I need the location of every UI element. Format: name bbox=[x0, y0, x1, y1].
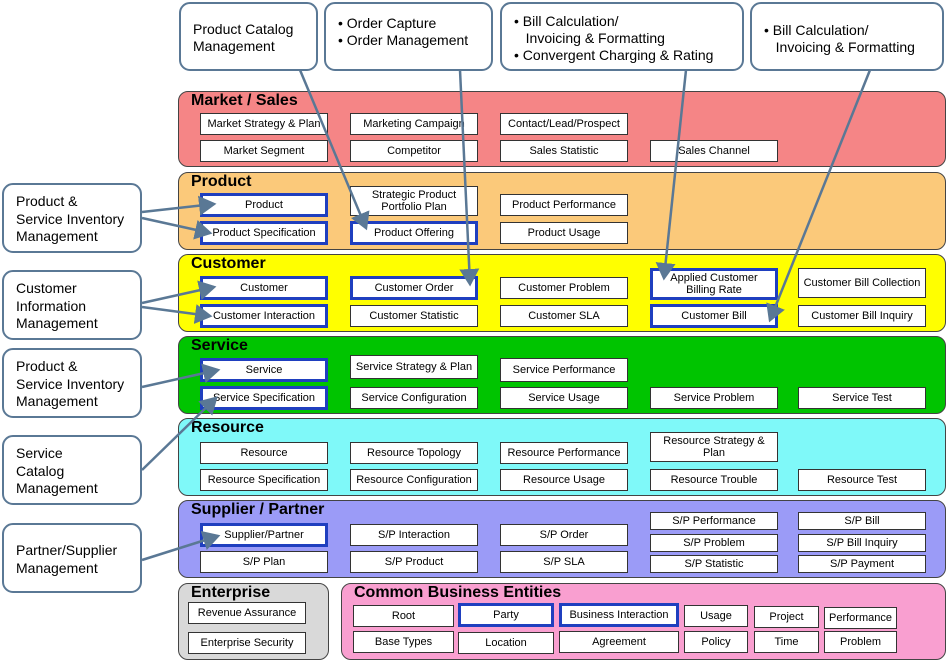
market-strategy-plan-box: Market Strategy & Plan bbox=[200, 113, 328, 135]
resource-configuration-box: Resource Configuration bbox=[350, 469, 478, 491]
billing-rating-callout: • Bill Calculation/ Invoicing & Formatti… bbox=[500, 2, 744, 71]
customer-bill-collection-box: Customer Bill Collection bbox=[798, 268, 926, 298]
sp-interaction-box: S/P Interaction bbox=[350, 524, 478, 546]
sp-problem-box: S/P Problem bbox=[650, 534, 778, 552]
product-catalog-callout-text: Product Catalog Management bbox=[193, 21, 294, 54]
billing-callout-list: • Bill Calculation/ Invoicing & Formatti… bbox=[764, 22, 938, 56]
resource-trouble-box: Resource Trouble bbox=[650, 469, 778, 491]
resource-specification-box: Resource Specification bbox=[200, 469, 328, 491]
sp-bill-box: S/P Bill bbox=[798, 512, 926, 530]
product-offering-box: Product Offering bbox=[350, 221, 478, 245]
resource-title: Resource bbox=[191, 419, 264, 436]
market-sales-title: Market / Sales bbox=[191, 92, 298, 109]
usage-box: Usage bbox=[684, 605, 748, 627]
product-catalog-callout: Product Catalog Management bbox=[179, 2, 318, 71]
resource-usage-box: Resource Usage bbox=[500, 469, 628, 491]
customer-bill-box: Customer Bill bbox=[650, 304, 778, 328]
competitor-box: Competitor bbox=[350, 140, 478, 162]
marketing-campaign-box: Marketing Campaign bbox=[350, 113, 478, 135]
psim-label-1: Product & Service Inventory Management bbox=[2, 183, 142, 253]
product-performance-box: Product Performance bbox=[500, 194, 628, 216]
sp-plan-box: S/P Plan bbox=[200, 551, 328, 573]
service-usage-box: Service Usage bbox=[500, 387, 628, 409]
product-title: Product bbox=[191, 173, 252, 190]
project-box: Project bbox=[754, 606, 819, 628]
sp-payment-box: S/P Payment bbox=[798, 555, 926, 573]
customer-bill-inquiry-box: Customer Bill Inquiry bbox=[798, 305, 926, 327]
billing-callout-line: • Bill Calculation/ bbox=[764, 22, 869, 38]
enterprise-title: Enterprise bbox=[191, 584, 271, 601]
resource-strategy-plan-box: Resource Strategy & Plan bbox=[650, 432, 778, 462]
sp-sla-box: S/P SLA bbox=[500, 551, 628, 573]
enterprise-security-box: Enterprise Security bbox=[188, 632, 306, 654]
sales-statistic-box: Sales Statistic bbox=[500, 140, 628, 162]
resource-performance-box: Resource Performance bbox=[500, 442, 628, 464]
sp-statistic-box: S/P Statistic bbox=[650, 555, 778, 573]
billing-rating-callout-line: • Bill Calculation/ bbox=[514, 13, 619, 29]
root-box: Root bbox=[353, 605, 454, 627]
psim-label-1-text: Product & Service Inventory Management bbox=[16, 193, 125, 244]
customer-order-box: Customer Order bbox=[350, 276, 478, 300]
customer-box: Customer bbox=[200, 276, 328, 300]
billing-rating-callout-line: Invoicing & Formatting bbox=[514, 30, 665, 46]
contact-lead-prospect-box: Contact/Lead/Prospect bbox=[500, 113, 628, 135]
billing-callout: • Bill Calculation/ Invoicing & Formatti… bbox=[750, 2, 944, 71]
scm-label: Service Catalog Management bbox=[2, 435, 142, 505]
customer-sla-box: Customer SLA bbox=[500, 305, 628, 327]
service-configuration-box: Service Configuration bbox=[350, 387, 478, 409]
order-callout-line: • Order Capture bbox=[338, 15, 437, 31]
product-specification-box: Product Specification bbox=[200, 221, 328, 245]
resource-topology-box: Resource Topology bbox=[350, 442, 478, 464]
revenue-assurance-box: Revenue Assurance bbox=[188, 602, 306, 624]
supplier-partner-title: Supplier / Partner bbox=[191, 501, 325, 518]
customer-statistic-box: Customer Statistic bbox=[350, 305, 478, 327]
psm-label-text: Partner/Supplier Management bbox=[16, 542, 118, 576]
party-box: Party bbox=[458, 603, 554, 627]
psim-label-2: Product & Service Inventory Management bbox=[2, 348, 142, 418]
billing-rating-callout-line: • Convergent Charging & Rating bbox=[514, 47, 714, 63]
customer-title: Customer bbox=[191, 255, 266, 272]
cim-label: Customer Information Management bbox=[2, 270, 142, 340]
business-interaction-box: Business Interaction bbox=[559, 603, 679, 627]
base-types-box: Base Types bbox=[353, 631, 454, 653]
customer-problem-box: Customer Problem bbox=[500, 277, 628, 299]
performance-box: Performance bbox=[824, 607, 897, 629]
sp-product-box: S/P Product bbox=[350, 551, 478, 573]
supplier-partner-box: Supplier/Partner bbox=[200, 523, 328, 547]
scm-label-text: Service Catalog Management bbox=[16, 445, 98, 496]
sp-performance-box: S/P Performance bbox=[650, 512, 778, 530]
billing-callout-line: Invoicing & Formatting bbox=[764, 39, 915, 55]
sp-bill-inquiry-box: S/P Bill Inquiry bbox=[798, 534, 926, 552]
applied-customer-billing-rate-box: Applied Customer Billing Rate bbox=[650, 268, 778, 300]
psm-label: Partner/Supplier Management bbox=[2, 523, 142, 593]
service-strategy-plan-box: Service Strategy & Plan bbox=[350, 355, 478, 379]
time-box: Time bbox=[754, 631, 819, 653]
resource-box: Resource bbox=[200, 442, 328, 464]
cbe-title: Common Business Entities bbox=[354, 584, 562, 601]
service-test-box: Service Test bbox=[798, 387, 926, 409]
product-box: Product bbox=[200, 193, 328, 217]
service-box: Service bbox=[200, 358, 328, 382]
sales-channel-box: Sales Channel bbox=[650, 140, 778, 162]
service-performance-box: Service Performance bbox=[500, 358, 628, 382]
order-callout: • Order Capture • Order Management bbox=[324, 2, 493, 71]
strategic-product-portfolio-plan-box: Strategic Product Portfolio Plan bbox=[350, 186, 478, 216]
service-problem-box: Service Problem bbox=[650, 387, 778, 409]
service-specification-box: Service Specification bbox=[200, 386, 328, 410]
market-segment-box: Market Segment bbox=[200, 140, 328, 162]
policy-box: Policy bbox=[684, 631, 748, 653]
resource-test-box: Resource Test bbox=[798, 469, 926, 491]
problem-box: Problem bbox=[824, 631, 897, 653]
billing-rating-callout-list: • Bill Calculation/ Invoicing & Formatti… bbox=[514, 13, 738, 64]
location-box: Location bbox=[458, 632, 554, 654]
agreement-box: Agreement bbox=[559, 631, 679, 653]
product-usage-box: Product Usage bbox=[500, 222, 628, 244]
order-callout-list: • Order Capture • Order Management bbox=[338, 15, 487, 49]
psim-label-2-text: Product & Service Inventory Management bbox=[16, 358, 125, 409]
service-title: Service bbox=[191, 337, 248, 354]
order-callout-line: • Order Management bbox=[338, 32, 469, 48]
sp-order-box: S/P Order bbox=[500, 524, 628, 546]
cim-label-text: Customer Information Management bbox=[16, 280, 98, 331]
customer-interaction-box: Customer Interaction bbox=[200, 304, 328, 328]
